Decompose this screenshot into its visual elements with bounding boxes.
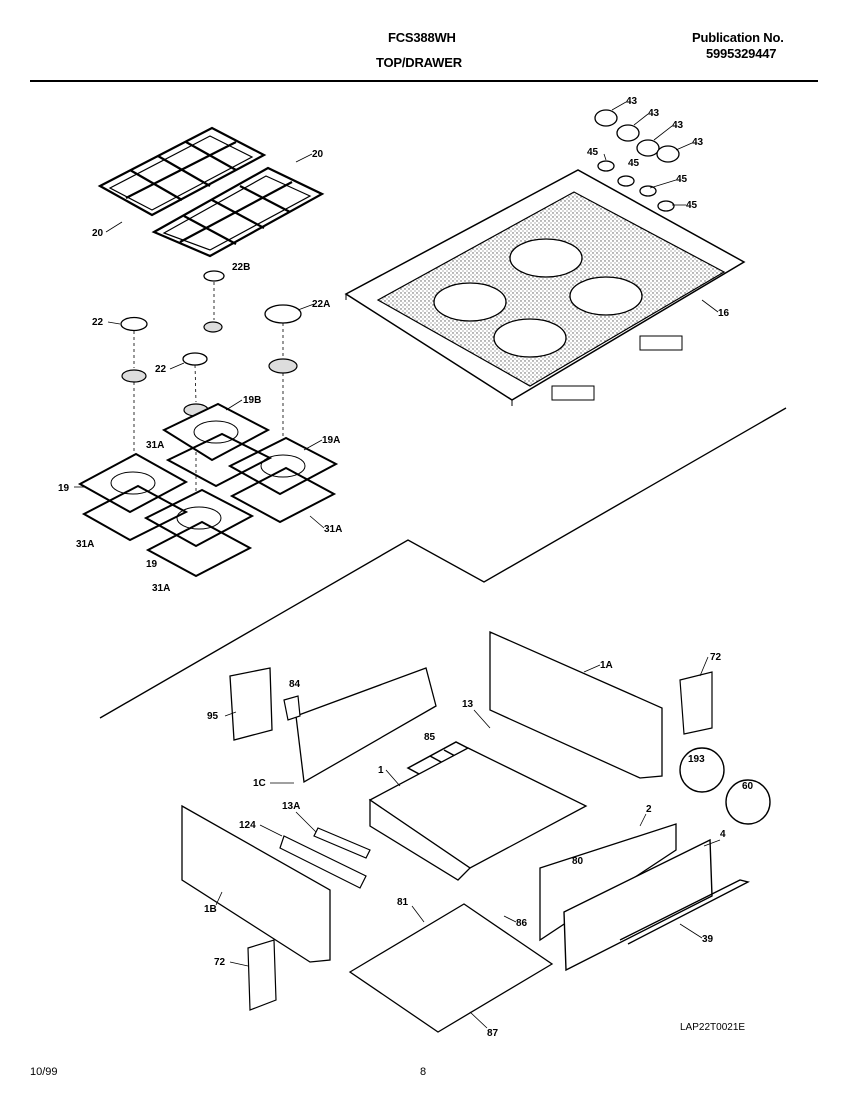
drip-rings — [81, 432, 337, 578]
callout-19: 19 — [146, 559, 158, 570]
callout-85: 85 — [424, 732, 436, 743]
callout-19a: 19A — [322, 435, 340, 446]
callout-43: 43 — [648, 108, 660, 119]
callout-19: 19 — [58, 483, 70, 494]
detail-circles — [679, 747, 771, 825]
drawer-panel-1b — [181, 804, 331, 963]
callout-22a: 22A — [312, 299, 330, 310]
callout-13: 13 — [462, 699, 474, 710]
callout-43: 43 — [626, 96, 638, 107]
bracket-72-lower — [247, 939, 277, 1011]
figure-code: LAP22T0021E — [680, 1022, 746, 1033]
callout-16: 16 — [718, 308, 730, 319]
footer-date: 10/99 — [30, 1066, 58, 1078]
publication-number: 5995329447 — [706, 46, 777, 61]
callout-45: 45 — [686, 200, 698, 211]
drawer-bottom-87 — [348, 903, 554, 1033]
callout-1b: 1B — [204, 904, 217, 915]
callout-22b: 22B — [232, 262, 250, 273]
callout-20: 20 — [92, 228, 104, 239]
callout-43: 43 — [672, 120, 684, 131]
callout-31a: 31A — [152, 583, 170, 594]
callout-31a: 31A — [76, 539, 94, 550]
burner-grate-left — [97, 126, 267, 217]
burner-pans — [77, 402, 339, 548]
callout-193: 193 — [688, 754, 705, 765]
burner-heads — [121, 321, 298, 417]
callout-22: 22 — [155, 364, 167, 375]
burner-caps — [120, 270, 302, 366]
callout-43: 43 — [692, 137, 704, 148]
callout-1: 1 — [378, 765, 384, 776]
callout-84: 84 — [289, 679, 301, 690]
callout-2: 2 — [646, 804, 652, 815]
bracket-72-upper — [679, 671, 713, 735]
callout-72: 72 — [710, 652, 722, 663]
section-title: TOP/DRAWER — [376, 55, 462, 70]
callout-87: 87 — [487, 1028, 499, 1039]
callout-labels: 43 43 43 43 45 45 45 45 20 20 22B 22A 22… — [58, 96, 754, 1039]
callout-72: 72 — [214, 957, 226, 968]
callout-20: 20 — [312, 149, 324, 160]
drawer-side-panel-1c — [295, 667, 437, 784]
callout-31a: 31A — [324, 524, 342, 535]
callout-45: 45 — [587, 147, 599, 158]
callout-80: 80 — [572, 856, 584, 867]
callout-1c: 1C — [253, 778, 266, 789]
burner-grate-right — [151, 166, 325, 258]
callout-86: 86 — [516, 918, 528, 929]
drawer-back-panel-1a — [489, 631, 663, 779]
header-rule — [30, 80, 818, 82]
knob-bezels — [597, 160, 675, 212]
drawer-slide-13a — [279, 827, 371, 889]
drawer-front-39 — [563, 838, 750, 972]
callout-19b: 19B — [243, 395, 261, 406]
callout-45: 45 — [676, 174, 688, 185]
cooktop-main-top — [344, 169, 746, 406]
callout-124: 124 — [239, 820, 256, 831]
callout-39: 39 — [702, 934, 714, 945]
publication-label: Publication No. — [692, 30, 784, 45]
model-number: FCS388WH — [388, 30, 456, 45]
burner-pan-centers — [110, 420, 306, 530]
bracket-95 — [229, 667, 273, 741]
callout-60: 60 — [742, 781, 754, 792]
callout-1a: 1A — [600, 660, 613, 671]
callout-31a: 31A — [146, 440, 164, 451]
clip-84 — [283, 695, 301, 721]
callout-22: 22 — [92, 317, 104, 328]
leader-lines — [74, 101, 721, 1029]
callout-13a: 13A — [282, 801, 300, 812]
callout-95: 95 — [207, 711, 219, 722]
callout-81: 81 — [397, 897, 409, 908]
page-number: 8 — [420, 1066, 427, 1078]
section-divider-line — [99, 407, 787, 719]
drawer-body-1 — [368, 747, 588, 881]
control-knobs — [594, 109, 680, 163]
callout-45: 45 — [628, 158, 640, 169]
callout-4: 4 — [720, 829, 726, 840]
